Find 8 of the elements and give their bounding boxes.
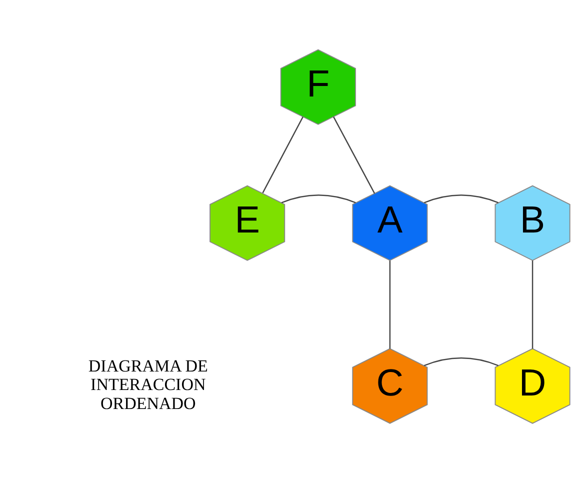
connector (333, 116, 376, 194)
connector (424, 194, 498, 203)
connector (532, 260, 534, 348)
connector (281, 194, 356, 203)
connector (389, 260, 391, 348)
connector (262, 116, 304, 193)
label: DIAGRAMA DE INTERACCION ORDENADO (88, 356, 208, 413)
connector (424, 356, 498, 366)
